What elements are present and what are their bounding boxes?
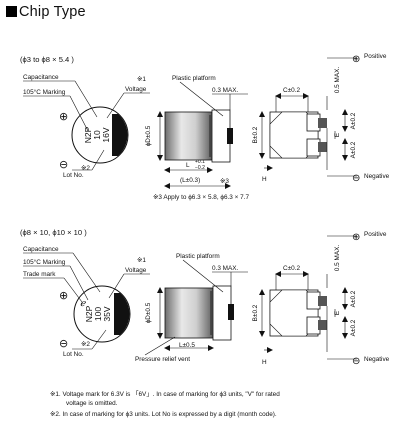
plus-symbol-icon: ⊕: [59, 110, 68, 123]
label-a-top-1: A±0.2: [350, 112, 357, 129]
label-l-1: L: [186, 162, 190, 169]
positive-terminal-icon: ⊕: [352, 232, 360, 243]
cap-marking-line1: N2P: [84, 305, 94, 322]
label-positive-2: Positive: [364, 231, 387, 238]
top-view-capacitor-2: N2P 100 35V ℯ: [73, 285, 131, 343]
footnote-2: ※2. In case of marking for ϕ3 units. Lot…: [50, 411, 277, 418]
footprint-view-1: [269, 111, 327, 159]
label-h-1: H: [262, 176, 267, 183]
negative-terminal-icon: ⊖: [352, 356, 360, 367]
label-a-top-2: A±0.2: [350, 290, 357, 307]
minus-symbol-icon: ⊖: [59, 337, 68, 350]
label-a-bottom-2: A±0.2: [350, 319, 357, 336]
trade-mark-logo: ℯ: [80, 298, 87, 308]
label-pressure-vent-2: Pressure relief vent: [135, 356, 191, 363]
cap-marking-line3: 35V: [102, 306, 112, 321]
cap-marking-line1: N2P: [83, 126, 93, 143]
plus-symbol-icon: ⊕: [59, 289, 68, 302]
label-voltage-2: Voltage: [125, 267, 147, 274]
label-plastic-platform-1: Plastic platform: [172, 75, 216, 82]
footnote-1-line2: voltage is omitted.: [66, 400, 118, 407]
label-phid-2: ϕD±0.5: [145, 302, 152, 323]
negative-terminal-icon: ⊖: [352, 173, 360, 184]
size-range-1: (ϕ3 to ϕ8 × 5.4 ): [20, 55, 74, 64]
minus-symbol-icon: ⊖: [59, 158, 68, 171]
label-capacitance-1: Capacitance: [23, 74, 59, 81]
note-mark-2-top: ※2: [81, 165, 90, 172]
label-b-2: B±0.2: [252, 304, 259, 321]
label-plastic-platform-2: Plastic platform: [176, 253, 220, 260]
positive-terminal-icon: ⊕: [352, 54, 360, 65]
page-title: Chip Type: [6, 4, 86, 20]
label-positive-1: Positive: [364, 53, 387, 60]
label-voltage-1: Voltage: [125, 86, 147, 93]
label-h-2: H: [262, 359, 267, 366]
label-0-5-max-2: 0.5 MAX.: [334, 245, 341, 272]
size-range-2: (ϕ8 × 10, ϕ10 × 10 ): [20, 228, 87, 237]
label-lot-no-2: Lot No.: [63, 351, 84, 358]
square-bullet-icon: [6, 6, 17, 17]
side-view-capacitor-1: [164, 109, 233, 163]
label-e-2: E: [334, 311, 341, 315]
label-trade-mark-2: Trade mark: [23, 271, 56, 278]
top-view-capacitor-1: N2P 10 16V: [71, 106, 129, 164]
label-a-bottom-1: A±0.2: [350, 141, 357, 158]
label-l-paren-1: (L±0.3): [180, 177, 201, 184]
label-lot-no-1: Lot No.: [63, 172, 84, 179]
label-c-2: C±0.2: [283, 265, 301, 272]
note-mark-1-top: ※1: [137, 76, 146, 83]
title-text: Chip Type: [19, 4, 86, 20]
cap-marking-line3: 16V: [101, 127, 111, 142]
label-0-5-max-1: 0.5 MAX.: [334, 67, 341, 94]
label-negative-2: Negative: [364, 356, 390, 363]
label-e-1: E: [334, 133, 341, 137]
label-105-marking-2: 105°C Marking: [23, 259, 66, 266]
label-105-marking-1: 105°C Marking: [23, 89, 66, 96]
note-mark-1-bottom: ※1: [137, 257, 146, 264]
cap-marking-line2: 10: [92, 130, 102, 140]
note-mark-2-bottom: ※2: [81, 341, 90, 348]
footnote-1-line1: ※1. Voltage mark for 6.3V is 「6V」. In ca…: [50, 391, 280, 398]
cap-marking-line2: 100: [93, 307, 103, 321]
label-0-3-max-2: 0.3 MAX.: [212, 265, 239, 272]
footprint-view-2: [269, 289, 327, 337]
label-c-1: C±0.2: [283, 87, 301, 94]
label-0-3-max-1: 0.3 MAX.: [212, 87, 239, 94]
label-phid-1: ϕD±0.5: [145, 125, 152, 146]
label-b-1: B±0.2: [252, 126, 259, 143]
note-mark-3: ※3: [220, 178, 229, 185]
label-negative-1: Negative: [364, 173, 390, 180]
side-view-capacitor-2: [164, 285, 234, 341]
label-capacitance-2: Capacitance: [23, 246, 59, 253]
note-3-text: ※3 Apply to ϕ6.3 × 5.8, ϕ6.3 × 7.7: [153, 194, 250, 201]
